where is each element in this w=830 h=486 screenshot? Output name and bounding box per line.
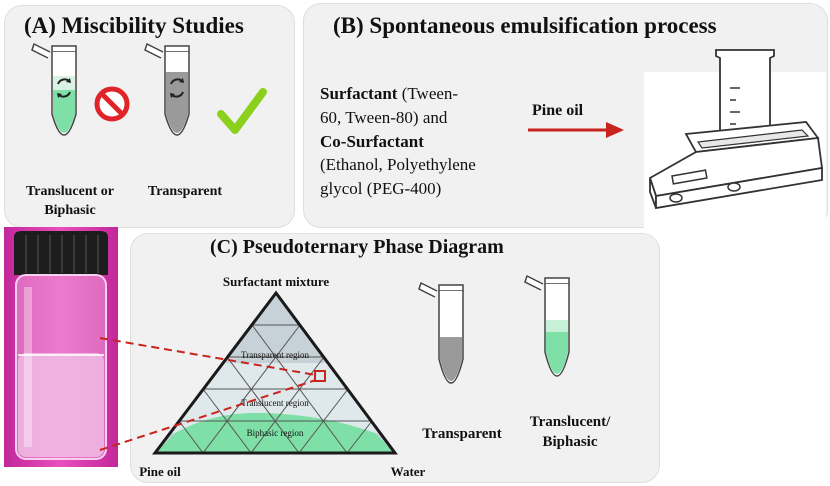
surfactant-bold: Surfactant <box>320 84 398 103</box>
label-transparent-c: Transparent <box>422 426 502 442</box>
tube-grey-icon <box>144 42 190 136</box>
magnetic-stirrer-beaker-icon <box>648 49 824 210</box>
label-translucent-biphasic: Translucent or Biphasic <box>18 183 122 221</box>
region-transparent-label: Transparent region <box>241 350 309 360</box>
not-allowed-icon <box>94 86 130 122</box>
apex-pine-oil: Pine oil <box>139 464 181 479</box>
vial-photo-icon <box>4 227 118 467</box>
surfactant-rest: (Tween- <box>397 84 459 103</box>
label-translucent-c: Translucent/ Biphasic <box>520 412 620 453</box>
surfactant-line2: 60, Tween-80) and <box>320 107 448 127</box>
cosurfactant-bold: Co-Surfactant <box>320 131 424 151</box>
tube-green-icon <box>31 42 77 136</box>
red-arrow-icon <box>528 122 624 138</box>
surfactant-description: Surfactant (Tween- 60, Tween-80) and Co-… <box>320 82 495 201</box>
check-icon <box>217 88 267 134</box>
dashed-connector-lines <box>99 337 317 451</box>
panel-c-title: (C) Pseudoternary Phase Diagram <box>210 236 504 258</box>
apex-water: Water <box>390 464 426 479</box>
region-biphasic-label: Biphasic region <box>246 428 304 438</box>
panel-b-title: (B) Spontaneous emulsification process <box>333 13 717 38</box>
panel-a-title: (A) Miscibility Studies <box>24 13 244 38</box>
label-translucent-c-line2: Biphasic <box>542 434 598 451</box>
cosurfactant-line5: glycol (PEG-400) <box>320 179 442 199</box>
label-translucent-line1: Translucent or <box>25 184 114 199</box>
tube-transparent-c-icon <box>418 281 464 384</box>
pine-oil-arrow-label: Pine oil <box>532 102 584 119</box>
cosurfactant-line4: (Ethanol, Polyethylene <box>320 155 476 175</box>
label-translucent-line2: Biphasic <box>44 202 96 218</box>
tube-translucent-c-icon <box>524 274 570 377</box>
apex-surfactant-mixture: Surfactant mixture <box>222 274 330 289</box>
label-translucent-c-line1: Translucent/ <box>529 414 611 430</box>
region-translucent-label: Translucent region <box>241 398 309 408</box>
label-transparent-a: Transparent <box>147 184 223 199</box>
